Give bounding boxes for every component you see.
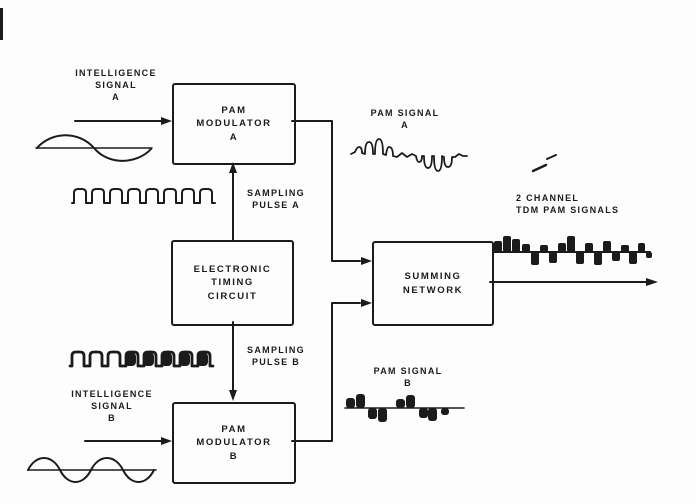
label-line: TDM PAM SIGNALS [516,205,620,215]
box-label-line: PAM [221,423,247,435]
box-label-line: SUMMING [404,271,462,282]
scan-edge-artifact [0,8,3,40]
label-pam-signal-a: PAM SIGNAL A [355,107,455,131]
label-line: 2 CHANNEL [516,193,580,203]
label-line: SIGNAL [91,401,133,411]
pam-signal-a-waveform [350,138,468,172]
box-label-line: MODULATOR [196,118,272,130]
mod-b-to-summing-connector [291,302,361,442]
box-label-line: A [229,131,239,143]
label-line: PAM SIGNAL [370,108,440,118]
sampling-pulse-b-waveform [68,350,215,368]
label-line: PAM SIGNAL [373,366,443,376]
label-tdm-output: 2 CHANNEL TDM PAM SIGNALS [516,192,656,216]
box-pam-modulator-a: PAM MODULATOR A [172,83,296,165]
box-label-line: NETWORK [402,284,464,296]
label-line: B [108,413,116,423]
arrowhead-output [646,278,658,286]
box-label-line: ELECTRONIC [193,263,272,275]
arrowhead-into-mod-a [161,117,172,125]
label-intelligence-signal-a: INTELLIGENCE SIGNAL A [60,67,172,103]
arrowhead-into-mod-b [161,437,172,445]
label-sampling-pulse-a: SAMPLING PULSE A [240,187,312,211]
ink-smudge [531,154,557,173]
mod-a-to-summing-connector [291,120,361,262]
sine-input-a-waveform [35,134,153,162]
sampling-pulse-a-waveform [71,188,216,204]
arrowhead-into-summing-lower [361,299,372,307]
label-line: INTELLIGENCE [75,68,157,78]
box-label-line: CIRCUIT [207,290,258,302]
box-electronic-timing-circuit: ELECTRONIC TIMING CIRCUIT [171,240,294,326]
pam-signal-b-waveform [344,394,465,422]
label-line: B [404,378,412,388]
label-sampling-pulse-b: SAMPLING PULSE B [240,344,312,368]
label-line: A [401,120,409,130]
box-label-line: PAM [221,104,247,116]
label-line: PULSE A [252,200,300,210]
box-label-line: TIMING [211,277,254,289]
box-label-line: MODULATOR [196,437,272,449]
label-pam-signal-b: PAM SIGNAL B [358,365,458,389]
box-label-line: B [229,450,239,462]
sine-input-b-waveform [27,457,157,483]
arrowhead-into-mod-b-down [229,390,237,401]
box-pam-modulator-b: PAM MODULATOR B [172,402,296,484]
tdm-pam-output-waveform [492,236,652,265]
arrowhead-into-summing-upper [361,257,372,265]
label-line: INTELLIGENCE [71,389,153,399]
box-summing-network: SUMMING NETWORK [372,241,494,326]
label-line: SAMPLING [247,188,305,198]
label-line: SIGNAL [95,80,137,90]
label-line: SAMPLING [247,345,305,355]
label-intelligence-signal-b: INTELLIGENCE SIGNAL B [56,388,168,424]
label-line: A [112,92,120,102]
label-line: PULSE B [251,357,301,367]
arrowhead-sampling-a-up [229,162,237,173]
